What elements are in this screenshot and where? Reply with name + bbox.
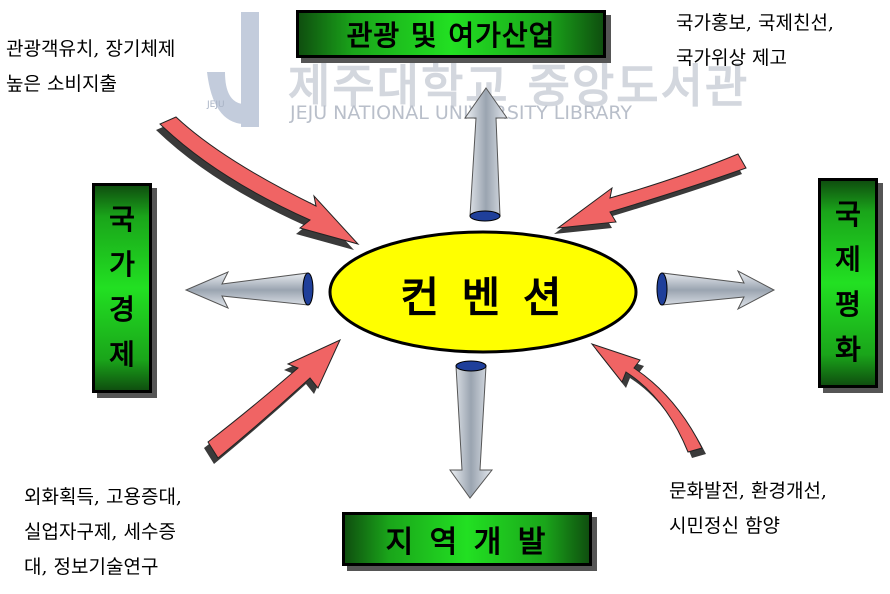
arrow-up [464, 87, 508, 222]
watermark-english: JEJU NATIONAL UNIVERSITY LIBRARY [290, 102, 632, 124]
red-arrow-bottom-right [590, 342, 706, 458]
right-box: 국 제 평 화 [818, 178, 878, 388]
note-top-right: 국가홍보, 국제친선, 국가위상 제고 [676, 12, 834, 69]
bottom-box: 지 역 개 발 [342, 512, 592, 566]
note-top-left: 관광객유치, 장기체제 높은 소비지출 [6, 38, 176, 95]
right-box-char: 화 [835, 332, 861, 366]
note-bottom-right: 문화발전, 환경개선, 시민정신 함양 [669, 480, 827, 537]
red-arrow-top-right [554, 153, 747, 234]
left-box: 국 가 경 제 [92, 183, 152, 393]
left-box-char: 제 [109, 337, 135, 371]
right-box-char: 평 [835, 288, 861, 321]
left-box-char: 경 [109, 293, 135, 326]
top-box-label: 관광 및 여가산업 [346, 19, 556, 52]
note-bottom-left: 외화획득, 고용증대, 실업자구제, 세수증 대, 정보기술연구 [24, 486, 182, 578]
arrow-left [184, 271, 314, 309]
center-ellipse [328, 230, 638, 354]
left-box-char: 국 [109, 203, 135, 237]
library-logo: JEJU [203, 12, 263, 132]
arrow-right [656, 269, 776, 311]
right-box-char: 국 [835, 198, 861, 232]
top-box: 관광 및 여가산업 [296, 10, 606, 58]
logo-text: JEJU [207, 100, 225, 110]
watermark-korean: 제주대학교 중앙도서관 [288, 59, 750, 113]
red-arrow-top-left [156, 116, 360, 250]
red-arrow-bottom-left [204, 338, 342, 464]
center-label: 컨 벤 션 [400, 273, 566, 322]
arrow-down [449, 360, 494, 499]
left-box-char: 가 [109, 248, 135, 282]
bottom-box-label: 지 역 개 발 [385, 525, 549, 560]
right-box-char: 제 [835, 243, 861, 277]
